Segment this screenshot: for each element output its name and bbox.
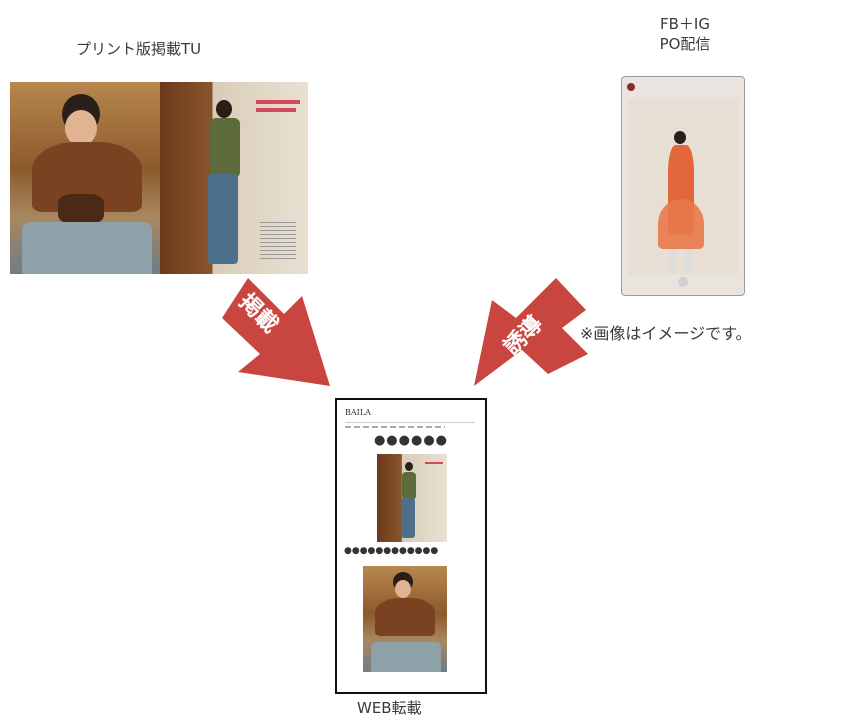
arrow-guide — [474, 278, 588, 386]
print-left-page — [10, 82, 160, 274]
web-heading-1: ●●●●●● — [373, 433, 449, 448]
social-label-line2: PO配信 — [659, 35, 711, 53]
web-nav-menu — [345, 426, 445, 428]
web-nav-divider — [345, 422, 475, 423]
arrow-publish-shape — [222, 278, 330, 386]
social-post-image — [628, 99, 738, 275]
web-label: WEB転載 — [357, 699, 422, 717]
image-note: ※画像はイメージです。 — [580, 324, 752, 343]
social-post-phone — [621, 76, 745, 296]
swipe-up-icon — [678, 277, 688, 287]
print-spread-image — [10, 82, 308, 274]
account-avatar-icon — [627, 83, 635, 91]
social-label-line1: FB＋IG — [660, 15, 710, 33]
web-heading-2: ●●●●●●●●●●●● — [344, 546, 439, 556]
web-article-image-1 — [377, 454, 447, 542]
print-right-page — [160, 82, 308, 274]
print-label: プリント版掲載TU — [76, 40, 202, 58]
arrow-guide-shape — [474, 278, 588, 386]
web-page-frame: BAILA ●●●●●● ●●●●●●●●●●●● — [335, 398, 487, 694]
social-label: FB＋IG PO配信 — [640, 14, 730, 54]
arrow-publish — [222, 278, 330, 386]
web-logo: BAILA — [345, 408, 371, 417]
web-article-image-2 — [363, 566, 447, 672]
